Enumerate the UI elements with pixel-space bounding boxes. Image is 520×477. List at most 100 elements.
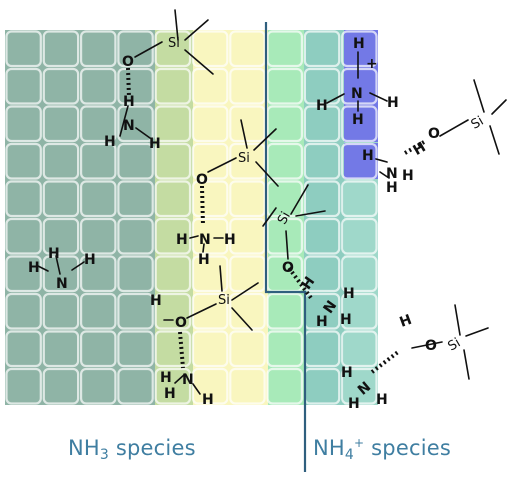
- grid-tile: [117, 67, 154, 105]
- grid-tile: [5, 292, 42, 330]
- grid-tile: [341, 330, 378, 368]
- n-label: N: [182, 372, 194, 388]
- grid-tile: [303, 142, 341, 180]
- grid-tile: [5, 255, 42, 293]
- h-label: H: [376, 392, 388, 408]
- grid-tile: [42, 330, 80, 368]
- o-label: O: [425, 338, 437, 354]
- zone-violet-small: [344, 143, 378, 179]
- zone-olive-light: [155, 30, 193, 405]
- zone-teal-mid: [304, 30, 344, 405]
- grid-tile: [266, 30, 304, 68]
- grid-tile: [191, 180, 229, 218]
- h-label: H: [352, 112, 364, 128]
- grid-tile: [117, 142, 154, 180]
- hydrogen-bonds: [126, 67, 426, 374]
- grid-tile: [79, 180, 117, 218]
- grid-tile: [5, 105, 42, 143]
- grid-tile: [303, 30, 341, 68]
- n-label: N: [199, 232, 211, 248]
- grid-tile: [154, 180, 192, 218]
- grid-tile: [5, 142, 42, 180]
- grid-tile: [79, 217, 117, 255]
- tile-grid: [5, 30, 378, 405]
- grid-tile: [117, 255, 154, 293]
- h-label: H: [160, 370, 172, 386]
- grid-tile: [154, 217, 192, 255]
- grid-tile: [229, 180, 266, 218]
- grid-tile: [117, 30, 154, 68]
- grid-tile: [266, 105, 304, 143]
- grid-tile: [191, 30, 229, 68]
- grid-tile: [79, 105, 117, 143]
- grid-tile: [154, 367, 192, 405]
- grid-tile: [229, 67, 266, 105]
- grid-tile: [341, 67, 378, 105]
- grid-tile: [266, 330, 304, 368]
- h-label: H: [402, 168, 414, 184]
- si-label: Si: [238, 151, 250, 166]
- h-label: H: [411, 139, 429, 159]
- grid-tile: [266, 367, 304, 405]
- bond-lines: [37, 9, 507, 395]
- grid-tile: [5, 217, 42, 255]
- grid-tile: [5, 367, 42, 405]
- si-label: Si: [445, 336, 463, 355]
- grid-tile: [42, 180, 80, 218]
- n-label: N: [386, 166, 398, 182]
- grid-tile: [229, 292, 266, 330]
- n-label: N: [351, 86, 363, 102]
- grid-tile: [341, 105, 378, 143]
- grid-tile: [303, 105, 341, 143]
- grid-tile: [5, 330, 42, 368]
- grid-tile: [229, 367, 266, 405]
- grid-tile: [117, 217, 154, 255]
- o-label: O: [428, 126, 440, 142]
- grid-tile: [79, 367, 117, 405]
- grid-tile: [79, 142, 117, 180]
- grid-tile: [341, 255, 378, 293]
- grid-tile: [42, 217, 80, 255]
- si-label: Si: [168, 36, 180, 51]
- grid-tile: [341, 217, 378, 255]
- grid-tile: [341, 142, 378, 180]
- h-label: H: [198, 252, 210, 268]
- grid-tile: [42, 67, 80, 105]
- grid-tile: [117, 330, 154, 368]
- grid-tile: [117, 180, 154, 218]
- grid-tile: [79, 255, 117, 293]
- grid-tile: [303, 180, 341, 218]
- grid-tile: [154, 255, 192, 293]
- grid-tile: [117, 367, 154, 405]
- h-label: H: [164, 386, 176, 402]
- o-label: O: [196, 172, 208, 188]
- h-label: H: [202, 392, 214, 408]
- n-label: N: [123, 118, 135, 134]
- plus-label: +: [366, 56, 378, 72]
- h-label: H: [48, 246, 60, 262]
- grid-tile: [42, 142, 80, 180]
- h-label: H: [176, 232, 188, 248]
- h-label: H: [343, 286, 355, 302]
- h-label: H: [341, 365, 353, 381]
- h-label: H: [149, 136, 161, 152]
- grid-tile: [229, 330, 266, 368]
- h-label: H: [353, 36, 365, 52]
- grid-tile: [5, 180, 42, 218]
- phase-divider-line: [264, 22, 307, 472]
- si-label: Si: [218, 293, 230, 308]
- grid-tile: [229, 217, 266, 255]
- grid-tile: [191, 330, 229, 368]
- grid-tile: [191, 142, 229, 180]
- grid-tile: [266, 67, 304, 105]
- grid-tile: [5, 67, 42, 105]
- grid-tile: [79, 30, 117, 68]
- h-label: H: [348, 396, 360, 412]
- grid-tile: [266, 142, 304, 180]
- o-label: O: [175, 315, 187, 331]
- grid-tile: [42, 105, 80, 143]
- grid-tile: [303, 67, 341, 105]
- grid-tile: [42, 30, 80, 68]
- grid-tile: [154, 142, 192, 180]
